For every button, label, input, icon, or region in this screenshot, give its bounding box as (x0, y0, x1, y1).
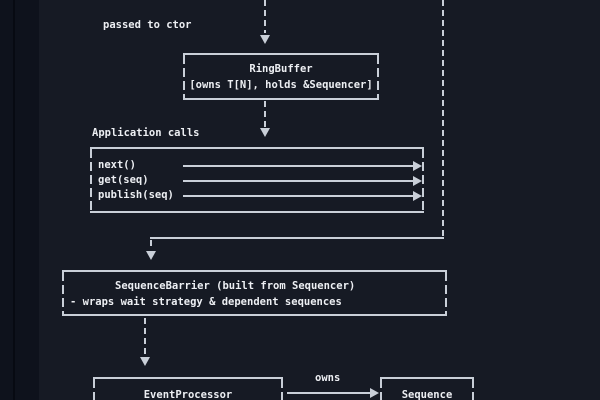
arrow-right-icon (413, 176, 422, 186)
owns-label: owns (315, 372, 341, 384)
sequence-title: Sequence (401, 389, 453, 400)
arrow-right-icon (370, 388, 379, 398)
ringbuffer-subtitle: [owns T[N], holds &Sequencer] (189, 78, 373, 91)
sequencebarrier-subtitle: - wraps wait strategy & dependent sequen… (70, 296, 342, 308)
box-left-edge (93, 379, 95, 400)
arrow-down-icon (260, 35, 270, 44)
sequencebarrier-title: SequenceBarrier (built from Sequencer) (115, 280, 356, 292)
eventprocessor-title: EventProcessor (143, 389, 233, 400)
arrow-down-icon (260, 128, 270, 137)
application-calls-label: Application calls (92, 127, 200, 139)
eventprocessor-box: EventProcessor (93, 377, 283, 400)
box-right-edge (472, 379, 474, 400)
ringbuffer-title: RingBuffer (249, 62, 313, 75)
sequencebarrier-box: SequenceBarrier (built from Sequencer) -… (62, 270, 447, 316)
left-gutter-divider (13, 0, 15, 400)
call-arrow-line (183, 195, 413, 197)
box-left-edge (380, 379, 382, 400)
arrow-down-icon (146, 251, 156, 260)
call-arrow-line (183, 165, 413, 167)
barrier-to-processor-dashed-line (144, 318, 146, 356)
call-get-label: get(seq) (98, 174, 149, 186)
elbow-down-dashed-line (150, 240, 152, 250)
ctor-flow-dashed-line (264, 0, 266, 33)
arrow-down-icon (140, 357, 150, 366)
ringbuffer-box: RingBuffer [owns T[N], holds &Sequencer] (183, 53, 379, 100)
box-right-edge (445, 272, 447, 314)
arrow-right-icon (413, 191, 422, 201)
box-right-edge (422, 149, 424, 211)
sequence-box: Sequence (380, 377, 474, 400)
left-gutter-panel (0, 0, 39, 400)
elbow-horizontal-line (150, 237, 444, 239)
passed-to-ctor-label: passed to ctor (103, 19, 192, 31)
owns-arrow-line (287, 392, 370, 394)
box-left-edge (62, 272, 64, 314)
call-publish-label: publish(seq) (98, 189, 174, 201)
api-calls-box: next() get(seq) publish(seq) (90, 147, 424, 213)
call-next-label: next() (98, 159, 136, 171)
box-left-edge (90, 149, 92, 211)
ringbuffer-to-calls-dashed-line (264, 101, 266, 127)
box-right-edge (281, 379, 283, 400)
call-arrow-line (183, 180, 413, 182)
arrow-right-icon (413, 161, 422, 171)
box-right-edge (377, 55, 379, 98)
sequencer-feedback-dashed-line (442, 0, 444, 237)
box-left-edge (183, 55, 185, 98)
